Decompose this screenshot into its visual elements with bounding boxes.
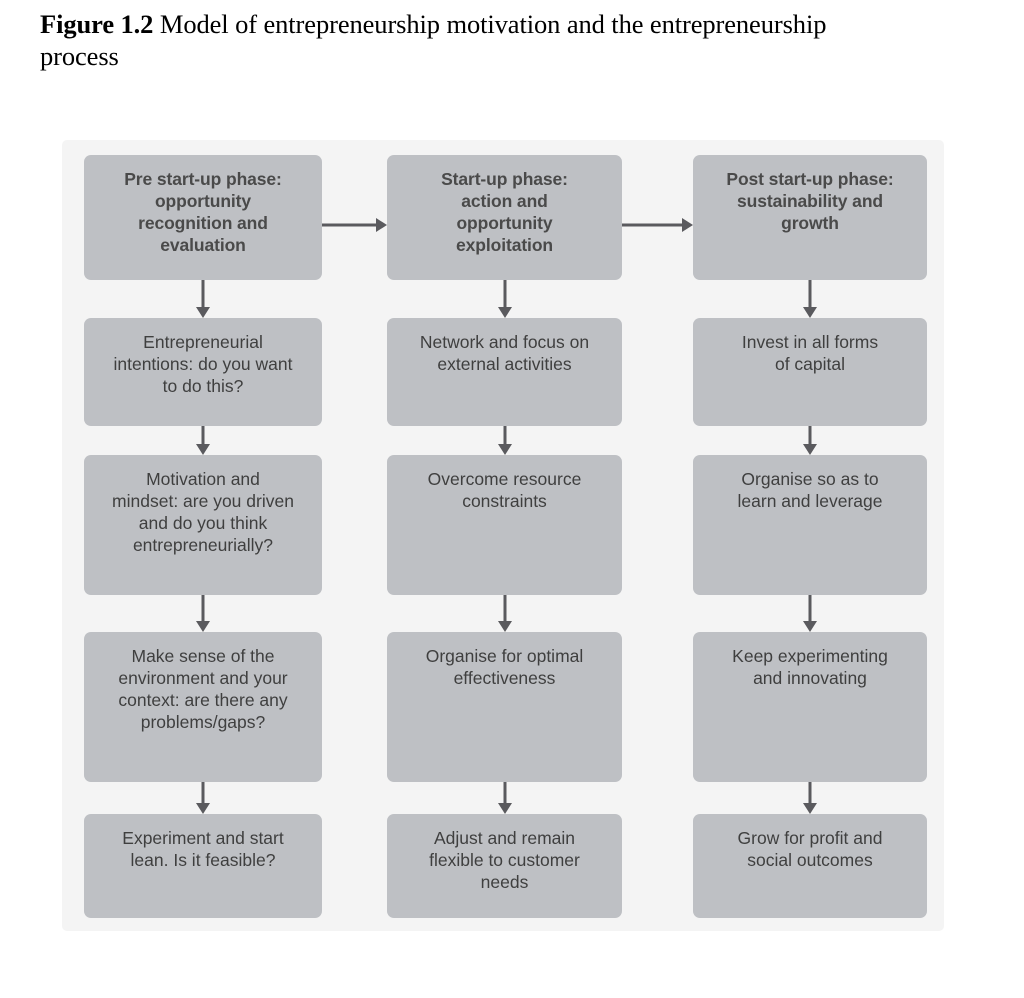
arrow-down-icon <box>803 426 817 455</box>
arrow-down-icon <box>196 426 210 455</box>
arrow-right-icon <box>622 218 693 232</box>
arrow-down-icon <box>803 595 817 632</box>
step-box-start-up-4[interactable]: Adjust and remain flexible to customer n… <box>387 814 622 918</box>
arrow-head <box>196 621 210 632</box>
step-box-post-start-up-1[interactable]: Invest in all forms of capital <box>693 318 927 426</box>
arrow-head <box>196 803 210 814</box>
arrow-down-icon <box>497 280 512 318</box>
arrow-shaft <box>808 782 812 803</box>
column-pre-start-up: Pre start-up phase: opportunity recognit… <box>84 140 322 931</box>
step-box-post-start-up-3[interactable]: Keep experimenting and innovating <box>693 632 927 782</box>
step-box-start-up-3[interactable]: Organise for optimal effectiveness <box>387 632 622 782</box>
arrow-shaft <box>201 426 205 444</box>
step-box-pre-start-up-4[interactable]: Experiment and start lean. Is it feasibl… <box>84 814 322 918</box>
arrow-right-icon <box>322 218 387 232</box>
figure-caption: Figure 1.2 Model of entrepreneurship mot… <box>40 8 870 73</box>
arrow-shaft <box>201 280 205 307</box>
phase-header-post-start-up[interactable]: Post start-up phase: sustainability and … <box>693 155 927 280</box>
arrow-head <box>682 218 693 232</box>
step-box-pre-start-up-2[interactable]: Motivation and mindset: are you driven a… <box>84 455 322 595</box>
arrow-down-icon <box>497 426 512 455</box>
arrow-shaft <box>503 782 506 803</box>
column-post-start-up: Post start-up phase: sustainability and … <box>693 140 927 931</box>
figure-label: Figure 1.2 <box>40 9 154 39</box>
arrow-head <box>803 621 817 632</box>
figure-title: Model of entrepreneurship motivation and… <box>40 9 827 72</box>
arrow-down-icon <box>803 782 817 814</box>
arrow-head <box>196 444 210 455</box>
diagram-columns: Pre start-up phase: opportunity recognit… <box>62 140 944 931</box>
arrow-head <box>803 803 817 814</box>
arrow-head <box>497 803 512 814</box>
step-box-post-start-up-2[interactable]: Organise so as to learn and leverage <box>693 455 927 595</box>
arrow-shaft <box>201 595 205 621</box>
arrow-head <box>497 621 512 632</box>
arrow-head <box>196 307 210 318</box>
arrow-down-icon <box>196 782 210 814</box>
arrow-head <box>803 307 817 318</box>
arrow-down-icon <box>196 595 210 632</box>
arrow-shaft <box>808 595 812 621</box>
column-start-up: Start-up phase: action and opportunity e… <box>387 140 622 931</box>
step-box-start-up-2[interactable]: Overcome resource constraints <box>387 455 622 595</box>
arrow-head <box>803 444 817 455</box>
arrow-shaft <box>503 280 506 307</box>
arrow-down-icon <box>196 280 210 318</box>
arrow-shaft <box>622 223 684 227</box>
arrow-head <box>376 218 387 232</box>
step-box-pre-start-up-1[interactable]: Entrepreneurial intentions: do you want … <box>84 318 322 426</box>
arrow-head <box>497 444 512 455</box>
arrow-down-icon <box>803 280 817 318</box>
arrow-shaft <box>503 426 506 444</box>
phase-header-pre-start-up[interactable]: Pre start-up phase: opportunity recognit… <box>84 155 322 280</box>
diagram-panel: Pre start-up phase: opportunity recognit… <box>62 140 944 931</box>
arrow-down-icon <box>497 782 512 814</box>
arrow-head <box>497 307 512 318</box>
phase-header-start-up[interactable]: Start-up phase: action and opportunity e… <box>387 155 622 280</box>
arrow-shaft <box>201 782 205 803</box>
arrow-shaft <box>808 426 812 444</box>
step-box-start-up-1[interactable]: Network and focus on external activities <box>387 318 622 426</box>
arrow-down-icon <box>497 595 512 632</box>
arrow-shaft <box>322 223 378 227</box>
arrow-shaft <box>503 595 506 621</box>
step-box-pre-start-up-3[interactable]: Make sense of the environment and your c… <box>84 632 322 782</box>
step-box-post-start-up-4[interactable]: Grow for profit and social outcomes <box>693 814 927 918</box>
arrow-shaft <box>808 280 812 307</box>
